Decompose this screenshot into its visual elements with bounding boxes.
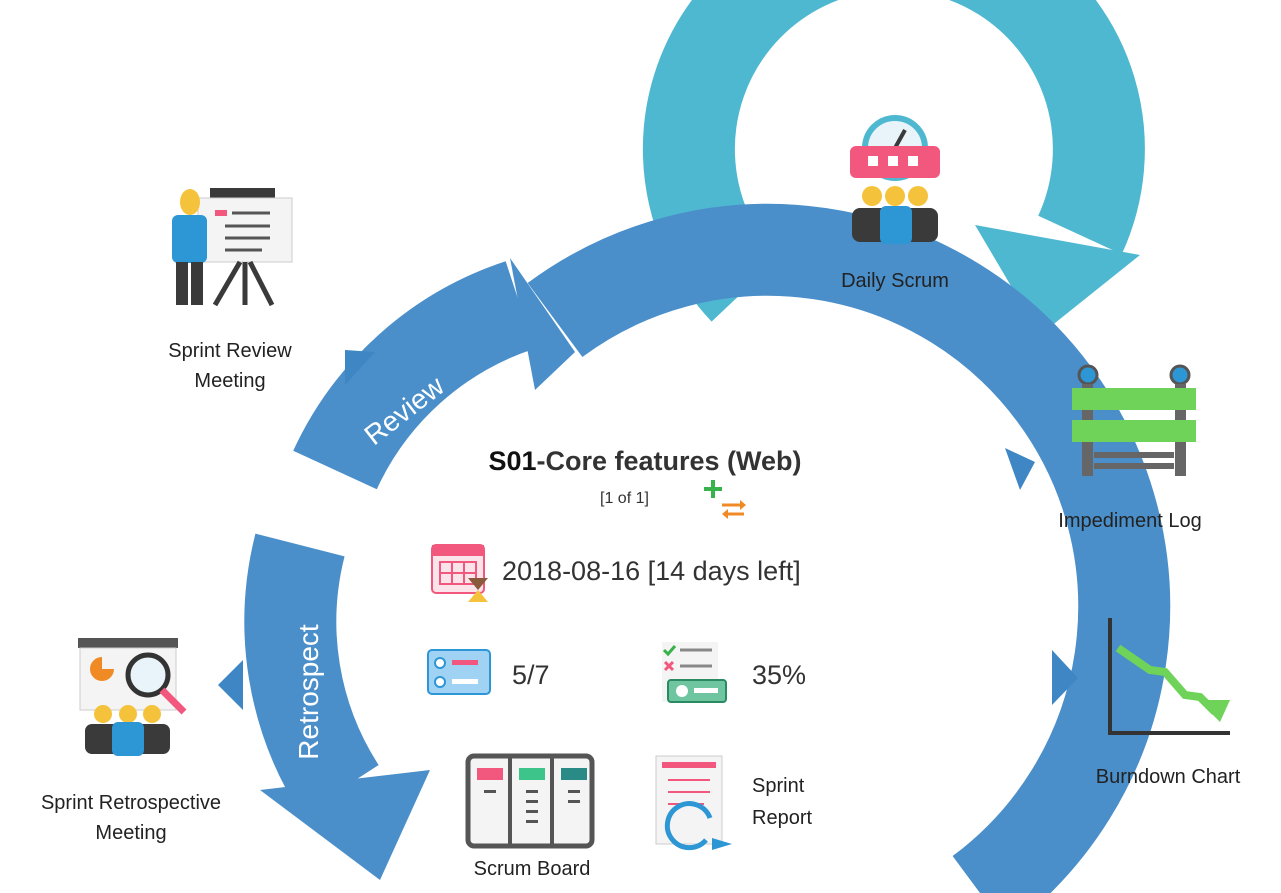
sprint-retro-label-line1: Sprint Retrospective xyxy=(40,792,222,814)
sprint-retrospective-icon[interactable] xyxy=(78,638,187,756)
retro-pointer-icon xyxy=(218,660,243,710)
checklist-progress-icon xyxy=(662,642,727,703)
sprint-review-label: Sprint Review Meeting xyxy=(130,336,330,396)
burndown-pointer-icon xyxy=(1052,650,1078,705)
sprint-review-label-line2: Meeting xyxy=(194,370,266,392)
sprint-report-label-line2: Report xyxy=(752,807,813,829)
review-pointer-icon xyxy=(345,350,375,385)
daily-scrum-label: Daily Scrum xyxy=(841,270,949,292)
sprint-report-label: Sprint Report xyxy=(752,770,812,834)
scrum-board-label: Scrum Board xyxy=(473,858,591,880)
scrum-board-icon[interactable] xyxy=(465,753,595,849)
retrospect-arc xyxy=(244,533,430,880)
implementation-arc xyxy=(527,203,1171,893)
task-count: 5/7 xyxy=(512,660,550,690)
sprint-review-icon[interactable] xyxy=(172,188,293,307)
sprint-report-label-line1: Sprint xyxy=(752,775,805,797)
add-swap-icon[interactable] xyxy=(704,480,746,519)
daily-scrum-icon[interactable] xyxy=(850,115,940,244)
daily-scrum-loop-arrow xyxy=(642,0,1145,335)
sprint-review-label-line1: Sprint Review xyxy=(168,340,292,362)
burndown-chart-icon[interactable] xyxy=(1108,618,1230,735)
sprint-title[interactable]: S01-Core features (Web) xyxy=(420,446,870,477)
sprint-name: -Core features (Web) xyxy=(536,446,802,476)
sprint-retro-label-line2: Meeting xyxy=(95,822,167,844)
phase-label-implementation: Implementation xyxy=(966,477,997,668)
sprint-date: 2018-08-16 [14 days left] xyxy=(502,556,801,586)
sprint-retrospective-label: Sprint Retrospective Meeting xyxy=(0,788,262,848)
burndown-chart-label: Burndown Chart xyxy=(1095,766,1241,788)
phase-label-retrospect: Retrospect xyxy=(293,624,324,760)
task-list-icon xyxy=(427,649,491,695)
impediment-log-label: Impediment Log xyxy=(1058,510,1202,532)
sprint-code: S01 xyxy=(488,446,537,476)
progress-percent: 35% xyxy=(752,660,807,690)
impediment-pointer-icon xyxy=(1005,448,1035,490)
review-arc xyxy=(293,258,575,490)
sprint-position: [1 of 1] xyxy=(600,490,649,507)
calendar-hourglass-icon xyxy=(431,544,488,602)
impediment-log-icon[interactable] xyxy=(1072,364,1196,476)
sprint-report-icon[interactable] xyxy=(655,755,732,851)
